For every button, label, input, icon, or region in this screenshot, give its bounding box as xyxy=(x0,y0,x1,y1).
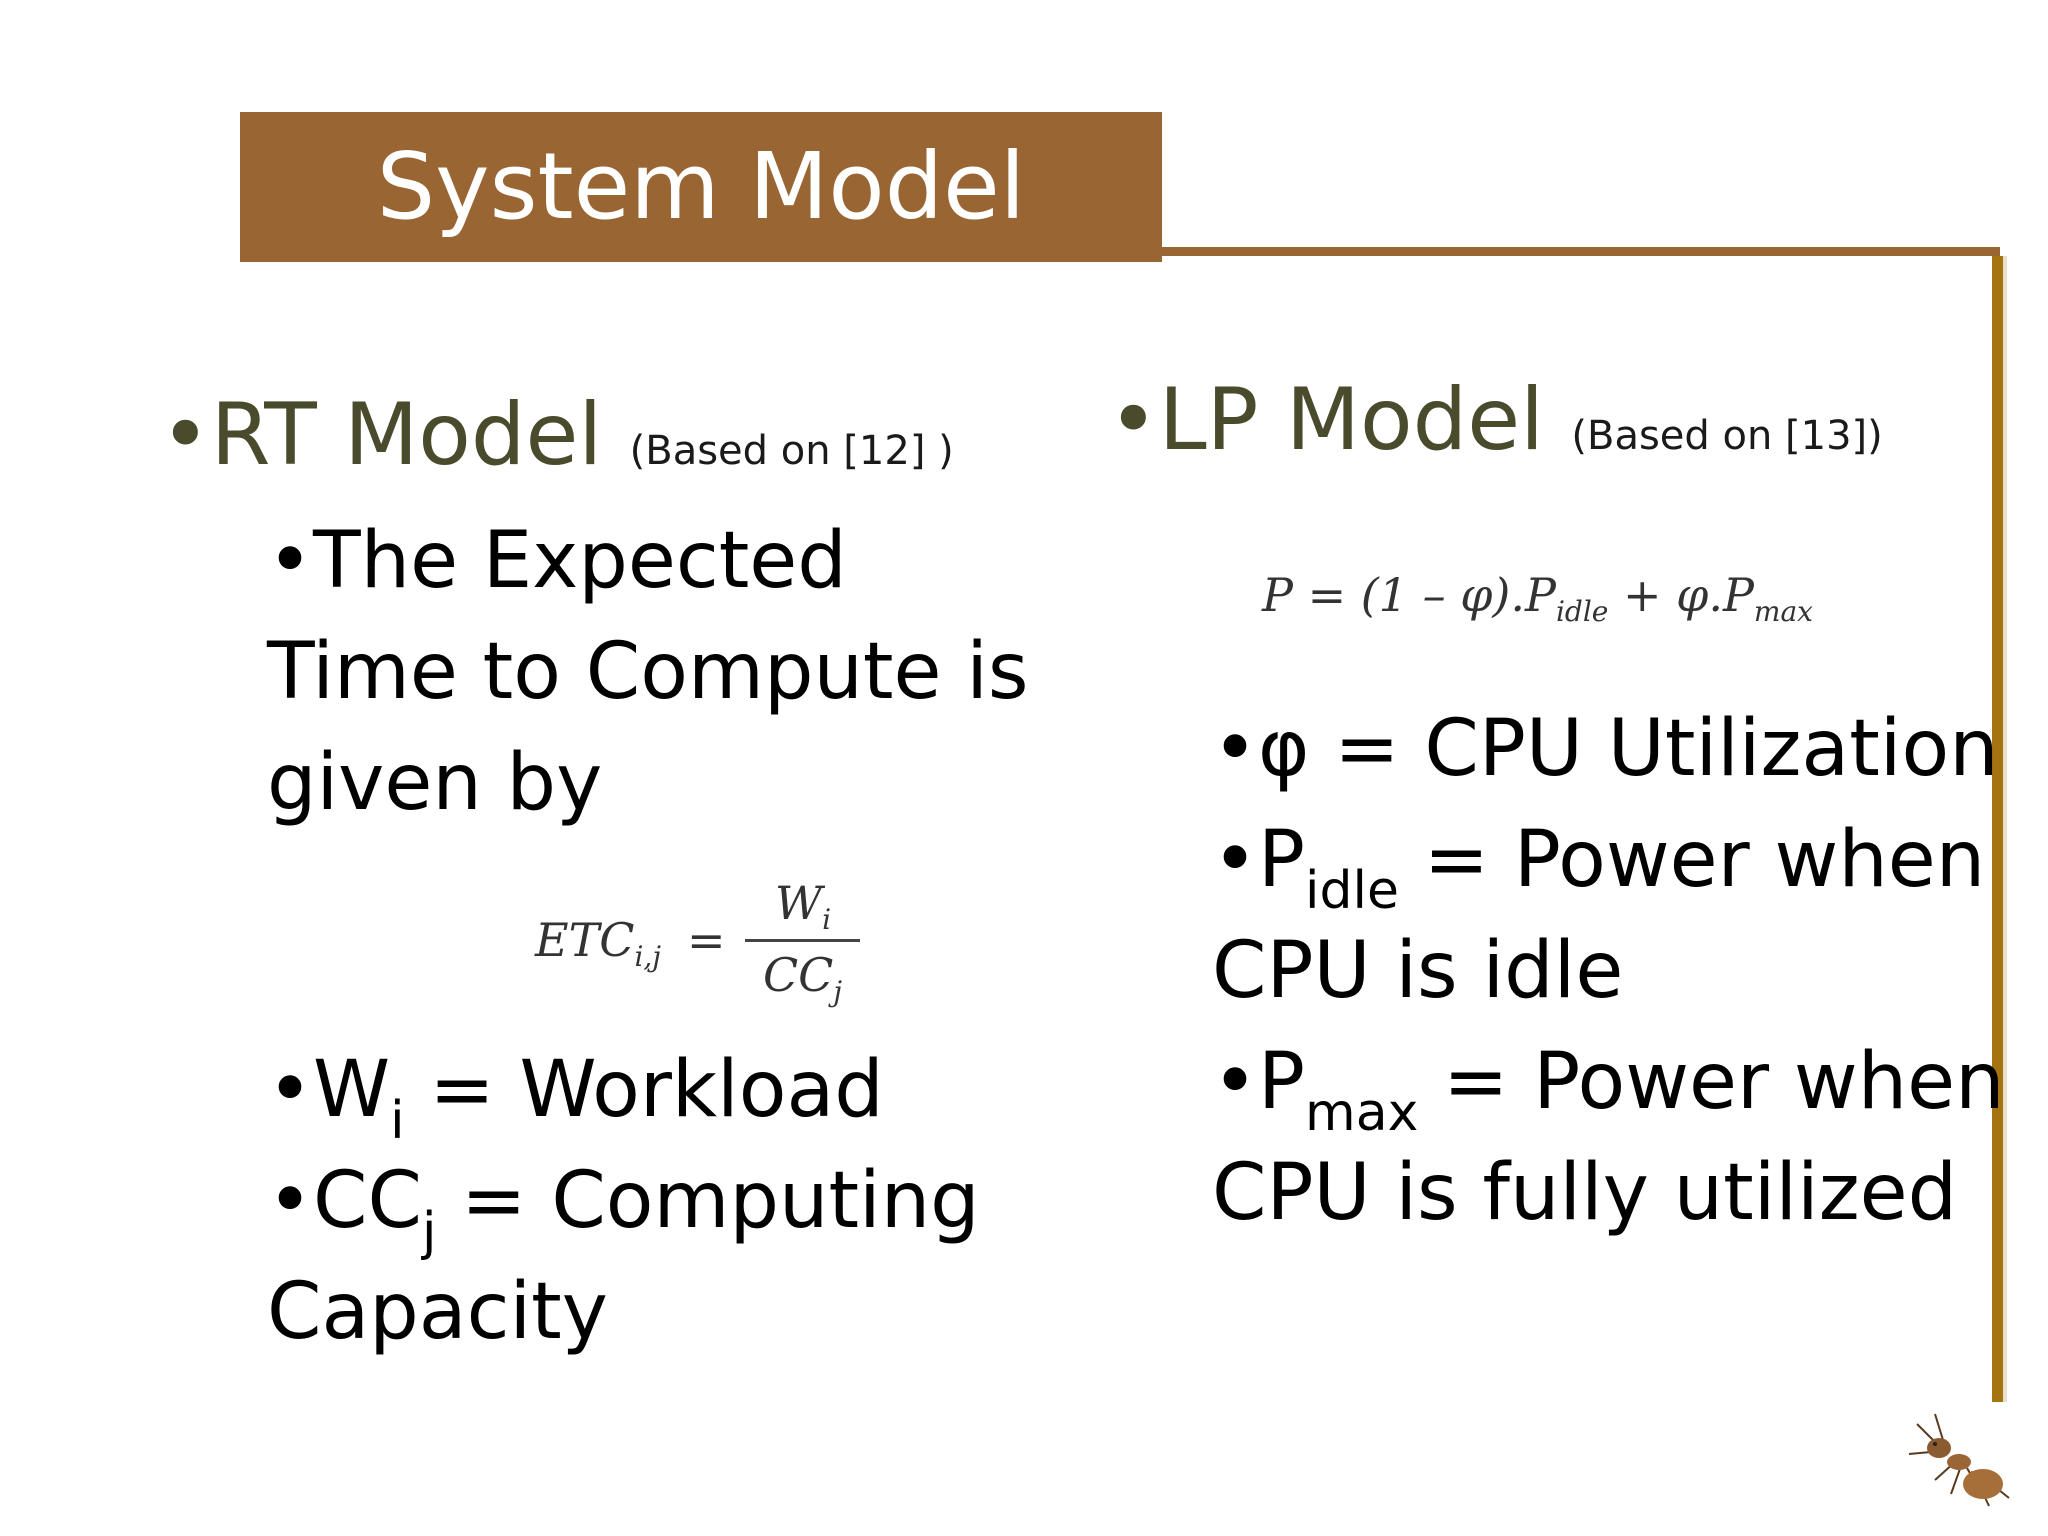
slide-title: System Model xyxy=(376,133,1026,240)
p-idle-def: •Pidle = Power when xyxy=(1212,815,1986,921)
etc-intro-line: given by xyxy=(267,738,603,828)
frame-right-line xyxy=(1992,256,2003,1402)
lp-model-column: •LP Model (Based on [13]) xyxy=(1108,365,1988,491)
power-formula: P = (1 – φ).Pidle + φ.Pmax xyxy=(1262,568,1813,629)
lp-definitions: •φ = CPU Utilization •Pidle = Power when… xyxy=(1212,694,2005,1249)
etc-formula-fraction-bar xyxy=(745,939,860,942)
capacity-def-tail: Capacity xyxy=(267,1267,608,1357)
workload-def: •Wi = Workload xyxy=(267,1045,884,1151)
p-max-def: •Pmax = Power when xyxy=(1212,1037,2005,1143)
lp-model-heading: •LP Model (Based on [13]) xyxy=(1108,365,1988,491)
ant-icon xyxy=(1905,1402,2015,1522)
rt-definitions: •Wi = Workload •CCj = Computing Capacity xyxy=(267,1035,980,1368)
frame-right-shadow xyxy=(2003,256,2007,1402)
rt-model-ref: (Based on [12] ) xyxy=(629,428,954,474)
p-idle-def-tail: CPU is idle xyxy=(1212,926,1624,1016)
lp-model-ref: (Based on [13]) xyxy=(1571,413,1883,459)
etc-intro-line: Time to Compute is xyxy=(267,627,1029,717)
etc-formula-equals: = xyxy=(687,913,726,967)
etc-formula-denominator: CCj xyxy=(762,948,843,1009)
cpu-utilization-def: •φ = CPU Utilization xyxy=(1212,704,1999,794)
etc-formula-numerator: Wi xyxy=(774,876,832,937)
etc-intro-line: •The Expected xyxy=(267,516,847,606)
etc-intro: •The Expected Time to Compute is given b… xyxy=(160,506,1040,839)
p-max-def-tail: CPU is fully utilized xyxy=(1212,1148,1958,1238)
etc-formula: ETCi,j = Wi CCj xyxy=(535,876,860,1008)
rt-model-column: •RT Model (Based on [12] ) •The Expected… xyxy=(160,380,1040,839)
lp-model-title: •LP Model xyxy=(1108,370,1545,470)
capacity-def: •CCj = Computing xyxy=(267,1156,980,1262)
etc-formula-lhs: ETCi,j xyxy=(535,913,662,974)
frame-top-line xyxy=(1162,247,2000,256)
title-bar: System Model xyxy=(240,112,1162,262)
rt-model-title: •RT Model xyxy=(160,385,603,485)
rt-model-heading: •RT Model (Based on [12] ) xyxy=(160,380,1040,506)
